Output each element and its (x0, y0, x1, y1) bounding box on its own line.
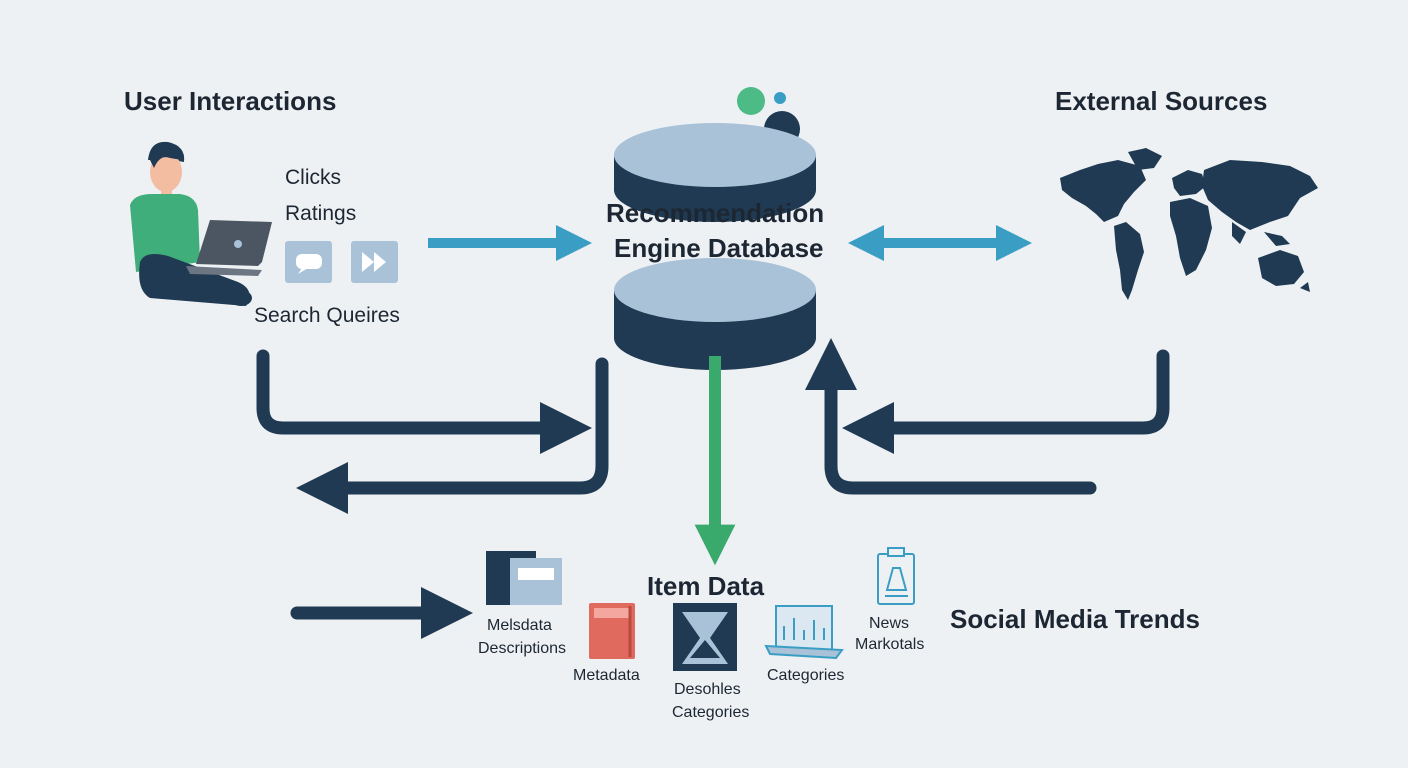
descriptions-categories-label-1: Desohles (674, 681, 741, 698)
metadata-descriptions-label-2: Descriptions (478, 640, 567, 657)
clicks-label: Clicks (285, 166, 341, 189)
metadata-label: Metadata (573, 667, 640, 684)
database-icon (614, 123, 816, 370)
arrow-external-loop-left (842, 349, 1170, 454)
hourglass-icon (673, 603, 737, 671)
arrow-database-loop-left (296, 357, 609, 514)
news-markets-label-2: Markotals (855, 636, 925, 653)
user-interactions-heading: User Interactions (124, 86, 337, 116)
item-data-heading: Item Data (647, 571, 765, 601)
search-queries-label: Search Queires (254, 304, 400, 327)
ratings-label: Ratings (285, 202, 357, 225)
fast-forward-icon (351, 241, 398, 283)
clipboard-icon (877, 547, 915, 605)
descriptions-categories-label-2: Categories (672, 704, 750, 721)
arrow-external-to-database (805, 338, 1097, 495)
external-sources-heading: External Sources (1055, 86, 1268, 116)
chat-bubble-icon (285, 241, 332, 283)
person-laptop-icon (130, 141, 272, 306)
arrow-user-loop-right (256, 349, 592, 454)
metadata-descriptions-label-1: Melsdata (487, 617, 552, 634)
world-map-icon (1060, 148, 1318, 300)
red-book-icon (589, 603, 635, 659)
chart-icon (764, 605, 844, 660)
book-icon (486, 551, 562, 605)
news-markets-label-1: News (869, 615, 910, 632)
social-media-trends-heading: Social Media Trends (950, 604, 1200, 634)
categories-label: Categories (767, 667, 845, 684)
database-title-line2: Engine Database (614, 233, 824, 263)
database-title-line1: Recommendation (606, 198, 825, 228)
